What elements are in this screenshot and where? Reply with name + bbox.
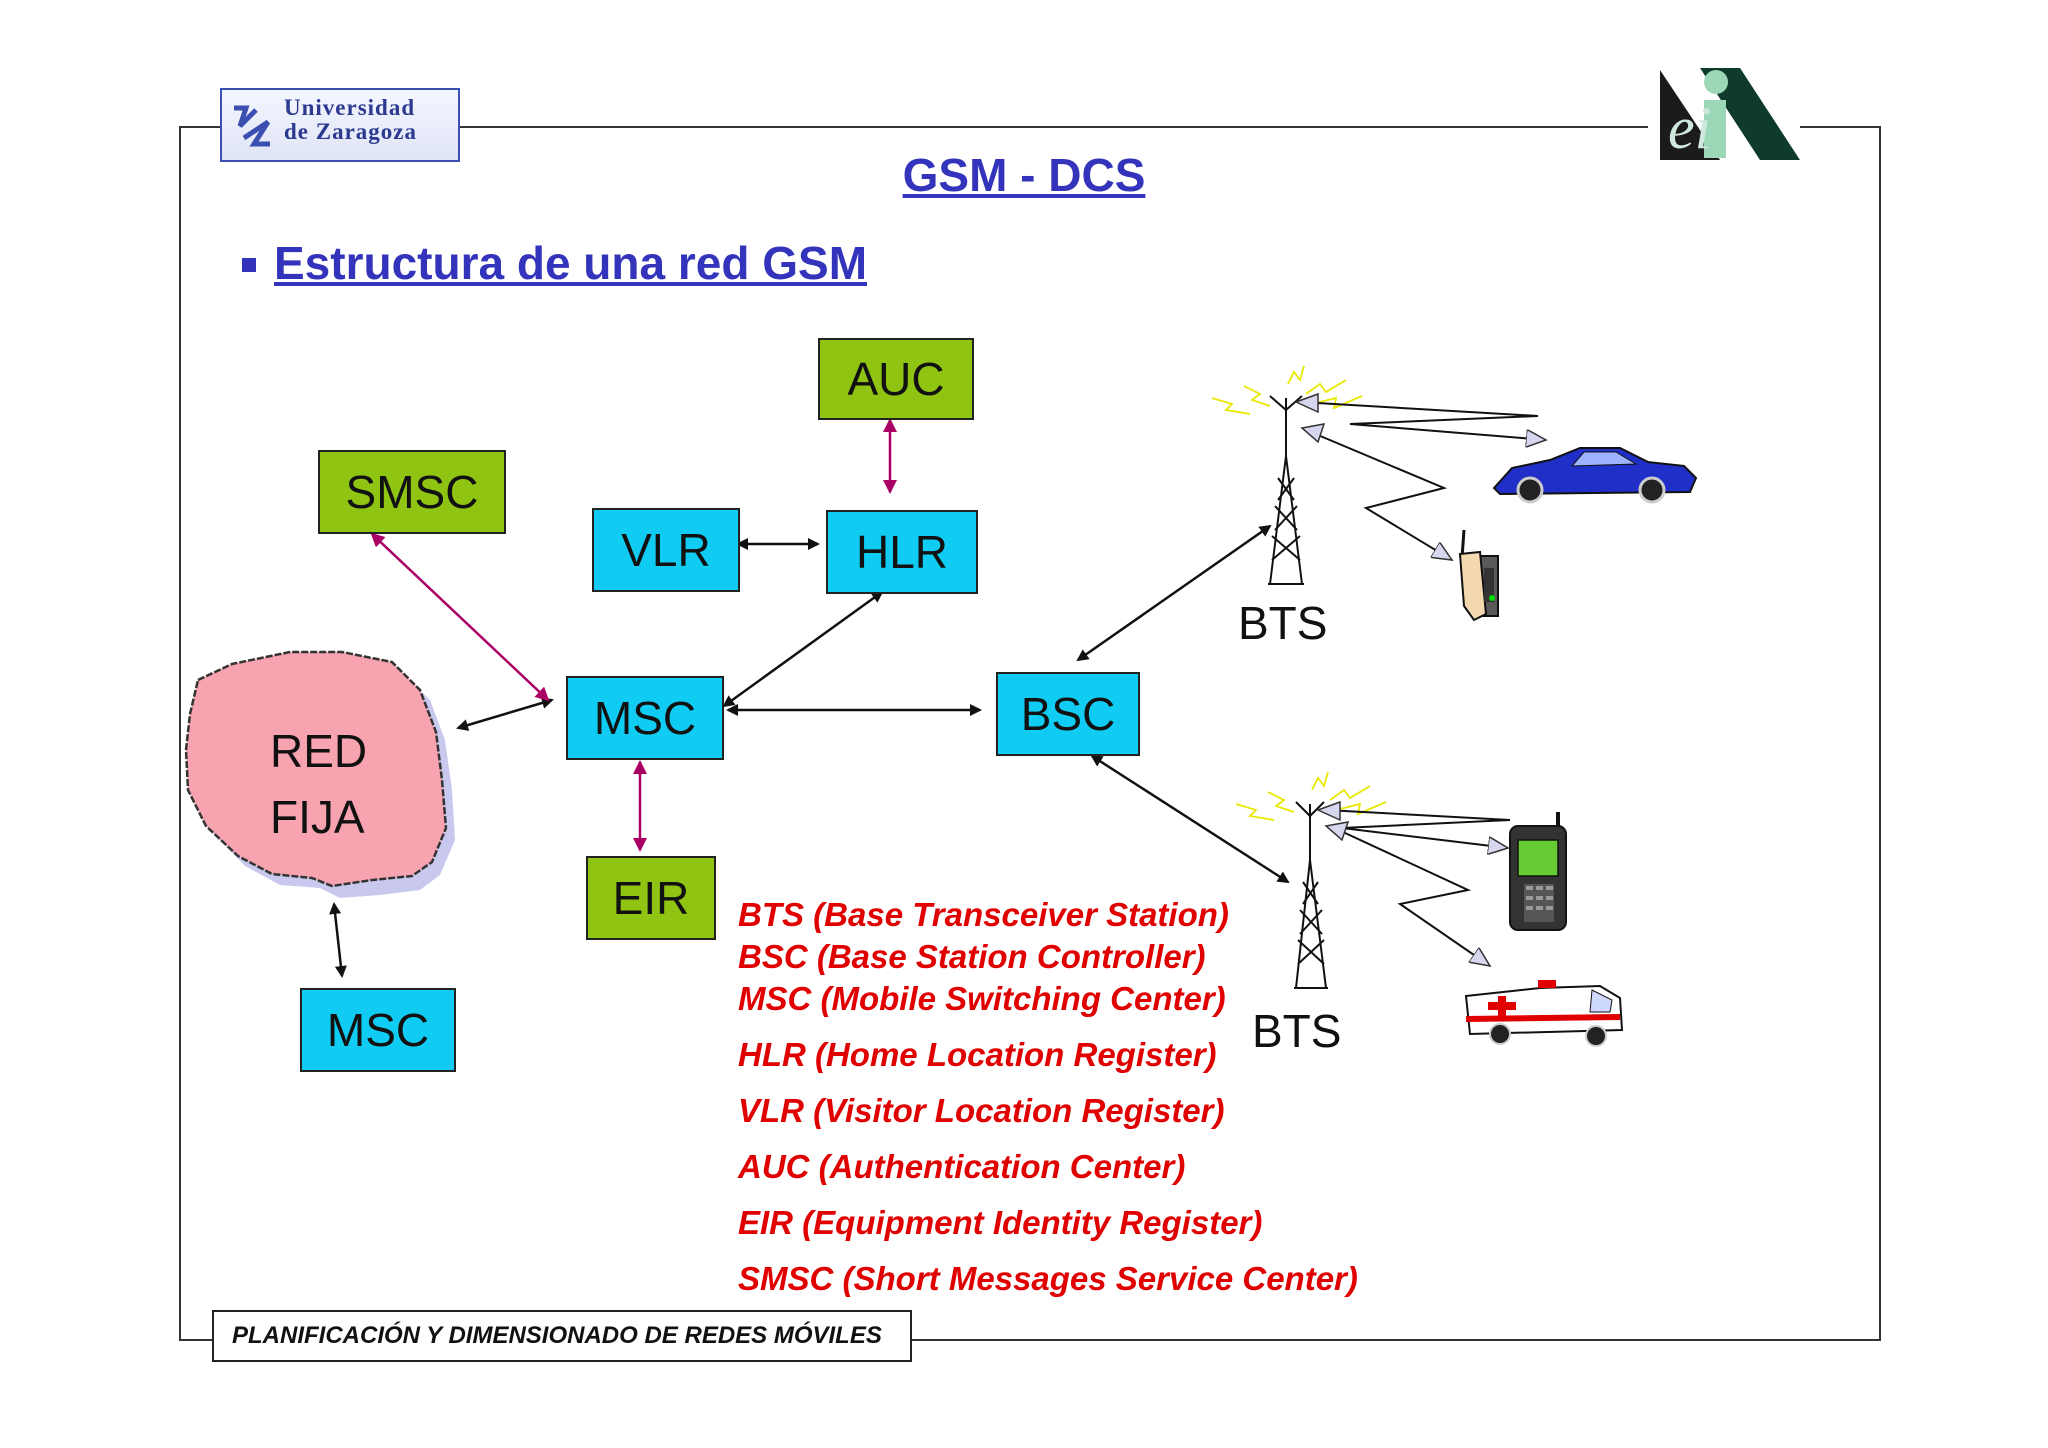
slide-subtitle: Estructura de una red GSM xyxy=(274,237,868,289)
link-bsc-bts-upper xyxy=(1076,524,1272,662)
node-msc: MSC xyxy=(566,676,724,760)
link-cloud-msc xyxy=(456,697,554,731)
radio-link-ambulance xyxy=(1329,825,1490,966)
eii-logo: ei xyxy=(1660,68,1800,161)
red-fija-line1: RED xyxy=(270,725,368,777)
red-fija-label: RED FIJA xyxy=(270,718,367,850)
logo-text-line1: Universidad xyxy=(284,95,416,120)
arrowhead-icon xyxy=(1300,423,1326,444)
signal-rays-lower xyxy=(1235,771,1387,821)
universidad-zaragoza-logo: Universidad de Zaragoza xyxy=(220,88,460,162)
mobile-phone-icon xyxy=(1509,812,1567,931)
slide-title: GSM - DCS xyxy=(902,149,1146,201)
legend-item: AUC (Authentication Center) xyxy=(738,1148,1186,1185)
arrowhead-icon xyxy=(1294,392,1319,414)
desk-phone-icon xyxy=(1458,529,1499,622)
antenna-tower-icon xyxy=(1294,801,1328,989)
node-vlr: VLR xyxy=(592,508,740,592)
antenna-tower-icon xyxy=(1268,395,1304,585)
ambulance-icon xyxy=(1464,980,1624,1047)
link-msc-hlr xyxy=(722,590,884,708)
link-smsc-msc xyxy=(370,532,550,702)
node-bsc: BSC xyxy=(996,672,1140,756)
slide-border xyxy=(179,126,1881,1341)
bts-upper-label: BTS xyxy=(1238,597,1328,649)
signal-rays-upper xyxy=(1211,365,1363,415)
node-hlr: HLR xyxy=(826,510,978,594)
legend-item: VLR (Visitor Location Register) xyxy=(738,1092,1225,1129)
node-auc: AUC xyxy=(818,338,974,420)
uz-mark-icon xyxy=(234,105,271,147)
slide-footer: PLANIFICACIÓN Y DIMENSIONADO DE REDES MÓ… xyxy=(212,1310,912,1362)
node-smsc: SMSC xyxy=(318,450,506,534)
link-bsc-bts-lower xyxy=(1090,754,1290,884)
legend-item: SMSC (Short Messages Service Center) xyxy=(738,1260,1358,1297)
arrowhead-icon xyxy=(1324,821,1350,842)
legend-item: HLR (Home Location Register) xyxy=(738,1036,1217,1073)
link-cloud-msc-lower xyxy=(329,902,347,978)
eii-logo-letters: ei xyxy=(1668,95,1711,161)
bullet-square-icon xyxy=(242,258,256,272)
red-fija-cloud xyxy=(184,650,448,888)
arrowhead-icon xyxy=(1316,800,1341,822)
node-msc-lower: MSC xyxy=(300,988,456,1072)
red-fija-line2: FIJA xyxy=(270,791,365,843)
bts-lower-label: BTS xyxy=(1252,1005,1342,1057)
radio-link-deskphone xyxy=(1305,429,1452,560)
legend-item: BSC (Base Station Controller) xyxy=(738,938,1206,975)
logo-text-line2: de Zaragoza xyxy=(284,119,418,144)
car-icon xyxy=(1492,447,1698,504)
legend-item: MSC (Mobile Switching Center) xyxy=(738,980,1226,1017)
radio-link-mobile xyxy=(1325,809,1511,848)
radio-link-car xyxy=(1299,401,1546,440)
legend-item: BTS (Base Transceiver Station) xyxy=(738,896,1229,933)
legend-item: EIR (Equipment Identity Register) xyxy=(738,1204,1263,1241)
node-eir: EIR xyxy=(586,856,716,940)
